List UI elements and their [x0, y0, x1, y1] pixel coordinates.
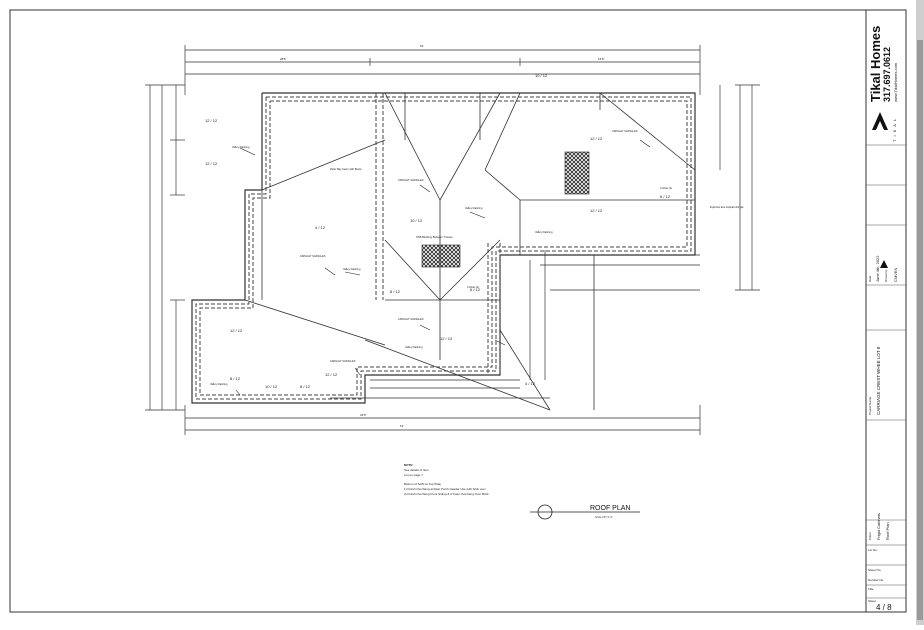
- pitch-bottom: 10 / 12: [265, 384, 278, 389]
- company-name: Tikal Homes: [868, 25, 883, 102]
- asphalt-label-5: ASPHALT SHINGLES: [330, 359, 356, 363]
- plan-text: 51' 28'6" 16'6" 51' 33'6" 10 / 12 12 / 1…: [205, 44, 744, 428]
- valley-flashing-1: Valley Flashing: [232, 145, 250, 149]
- lot-label: Lot No.: [868, 548, 878, 552]
- dim-bottom-left-label: 33'6": [360, 413, 367, 417]
- dim-left-top-label: 28'6": [280, 57, 287, 61]
- roof-plan-scale: Scale 1/8"=1'-0": [595, 516, 613, 519]
- asphalt-label-1: ASPHALT SHINGLES: [300, 254, 326, 258]
- drawn-by-value: CMVEN: [893, 267, 898, 282]
- number-label: Number No.: [868, 578, 885, 582]
- roof-ridges-hips: [244, 92, 696, 411]
- osb-label: OSB Blocking Between Trusses: [416, 235, 453, 239]
- sheet-no-label: Sheet No.: [868, 568, 882, 572]
- note-line-5: 2) Finish Overhang Front Siding & 2' Fas…: [404, 492, 489, 496]
- note-line-1: List on page 7: [404, 473, 423, 477]
- tikal-logo-icon: [872, 112, 888, 130]
- date-value: June 4th, 2022: [875, 255, 880, 282]
- client-label: Client: [868, 532, 872, 540]
- valley-flashing-6: Valley Flashing: [210, 382, 228, 386]
- pitch-right-side: 6 / 12: [660, 194, 671, 199]
- dim-right-top-label: 16'6": [598, 57, 605, 61]
- pitch-bottom-right: 4 / 12: [525, 381, 536, 386]
- sheet-label: Sheet: [868, 599, 876, 603]
- asphalt-label-4: ASPHALT SHINGLES: [398, 317, 424, 321]
- logo-text: T I K A L: [892, 117, 897, 142]
- pitch-right-lower: 12 / 12: [590, 208, 603, 213]
- title-block-rows: [866, 144, 906, 599]
- roof-outline: [191, 92, 696, 404]
- eyebrow-label: Eyebrow Eve Asphalt shingle: [710, 205, 744, 209]
- osb-blocking-center: [421, 244, 461, 268]
- roof-plan-title: ROOF PLAN: [590, 505, 630, 512]
- valley-flashing-3: Valley Flashing: [465, 206, 483, 210]
- note-block: NOTE: See details of Item List on page 7…: [404, 463, 489, 496]
- label-leaders: [235, 139, 651, 396]
- north-arrow-icon: [880, 260, 888, 268]
- project-name: CARRIAGE CREST WHEE LOT 8: [876, 346, 881, 415]
- pitch-lower-center: 12 / 12: [440, 336, 453, 341]
- note-title: NOTE:: [404, 463, 413, 467]
- pitch-cricket: 6 / 12: [470, 287, 481, 292]
- asphalt-label-3: ASPHALT SHINGLES: [612, 129, 638, 133]
- note-line-3: Bottom of Soffit at Top Plate: [404, 482, 441, 486]
- pitch-left-mid: 12 / 12: [205, 161, 218, 166]
- pitch-center-left: 4 / 12: [315, 225, 326, 230]
- dim-top-label: 51': [420, 44, 424, 48]
- cricket-up-2: Cricket Up: [467, 285, 480, 289]
- note-line-4: 1) Finish Overhang at Rear Porch Header …: [404, 487, 486, 491]
- pitch-bottom-2: 12 / 12: [325, 372, 338, 377]
- valley-flashing-4: Valley Flashing: [535, 230, 553, 234]
- eave-dashed-lines: [195, 93, 692, 400]
- date-label: Date: [868, 275, 872, 282]
- pitch-center: 10 / 12: [410, 218, 423, 223]
- pitch-lower-left-2: 8 / 12: [230, 376, 241, 381]
- scrollbar-thumb[interactable]: [917, 40, 923, 620]
- valley-flashing-5: Valley Flashing: [405, 345, 423, 349]
- vertical-scrollbar[interactable]: [916, 0, 924, 625]
- pitch-lower-left: 12 / 12: [230, 328, 243, 333]
- cricket-up-1: Cricket Up: [660, 186, 673, 190]
- title-value: Roof Plan: [885, 522, 890, 540]
- dim-bottom-label: 51': [400, 424, 404, 428]
- pitch-top: 10 / 12: [535, 73, 548, 78]
- company-phone: 317.697.0612: [882, 46, 892, 102]
- pitch-right-upper: 12 / 12: [590, 136, 603, 141]
- client-value: Frigid Cabinets: [876, 513, 881, 540]
- sheet-border: [9, 9, 907, 613]
- pitch-center-lower: 8 / 12: [390, 289, 401, 294]
- title-label: Title: [868, 587, 874, 591]
- note-line-0: See details of Item: [404, 468, 429, 472]
- osb-blocking-right: [564, 151, 590, 195]
- sheet-number: 4 / 8: [876, 603, 892, 612]
- refer-bay-label: Refer Bay beam with Brace: [330, 167, 362, 171]
- project-label: Project Name:: [868, 395, 872, 415]
- drawn-by-label: Drawn by: [884, 269, 888, 282]
- company-website: www.TikalHomes.com: [893, 62, 898, 102]
- pitch-left-upper: 12 / 12: [205, 118, 218, 123]
- valley-flashing-2: Valley Flashing: [343, 267, 361, 271]
- asphalt-label-2: ASPHALT SHINGLES: [398, 178, 424, 182]
- pitch-bottom-3: 8 / 12: [300, 384, 311, 389]
